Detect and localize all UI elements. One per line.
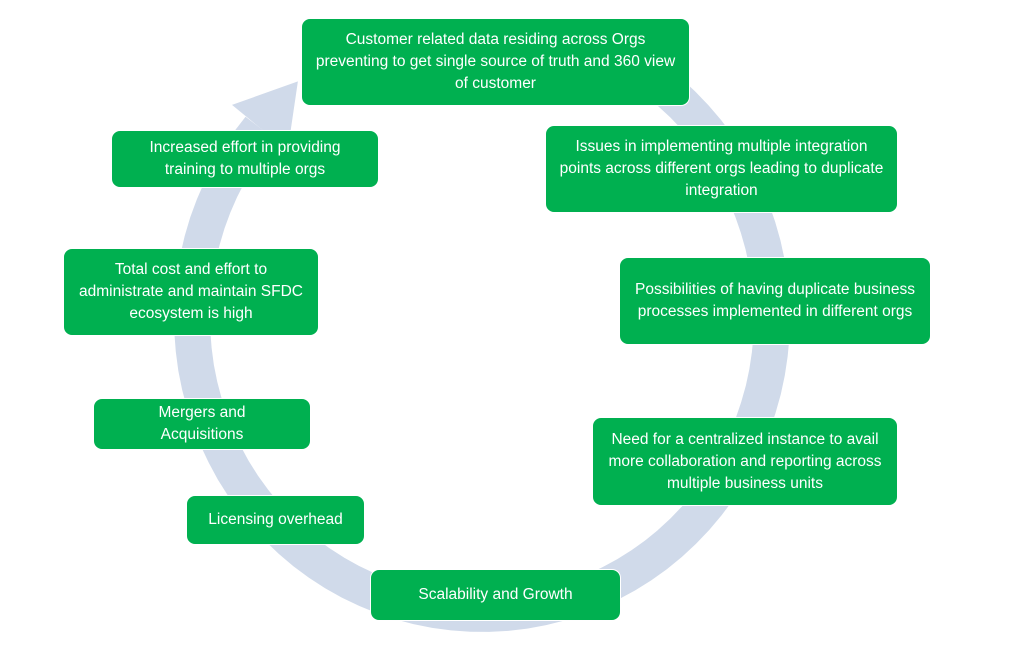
box-mergers: Mergers and Acquisitions (93, 398, 311, 450)
box-total-cost: Total cost and effort to administrate an… (63, 248, 319, 336)
box-training: Increased effort in providing training t… (111, 130, 379, 188)
box-licensing: Licensing overhead (186, 495, 365, 545)
box-scalability: Scalability and Growth (370, 569, 621, 621)
box-duplicate-processes: Possibilities of having duplicate busine… (619, 257, 931, 345)
box-integration-issues: Issues in implementing multiple integrat… (545, 125, 898, 213)
box-customer-data: Customer related data residing across Or… (301, 18, 690, 106)
box-centralized-instance: Need for a centralized instance to avail… (592, 417, 898, 506)
